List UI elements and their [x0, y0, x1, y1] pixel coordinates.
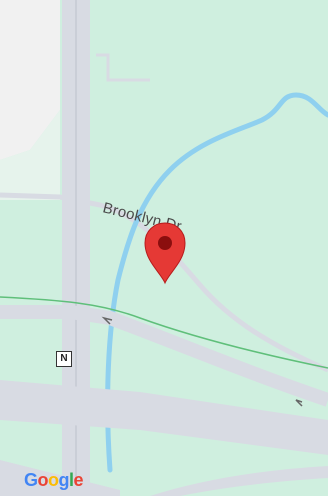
- rail-line: [0, 296, 328, 369]
- google-logo[interactable]: Google: [24, 470, 84, 490]
- highway-horizontal: [0, 380, 328, 455]
- location-pin-icon[interactable]: [144, 222, 186, 285]
- minor-road: [96, 53, 150, 82]
- route-shield: N: [56, 351, 72, 367]
- road-bottom-right: [150, 466, 328, 496]
- pin-center-dot: [158, 236, 172, 250]
- direction-arrow: [295, 399, 303, 407]
- land-area-light: [0, 110, 60, 200]
- direction-arrow: [101, 316, 113, 325]
- urban-area: [0, 0, 60, 160]
- street-road: [0, 192, 328, 373]
- ramp-road: [0, 305, 328, 407]
- creek: [105, 92, 328, 473]
- road-bottom: [0, 460, 120, 496]
